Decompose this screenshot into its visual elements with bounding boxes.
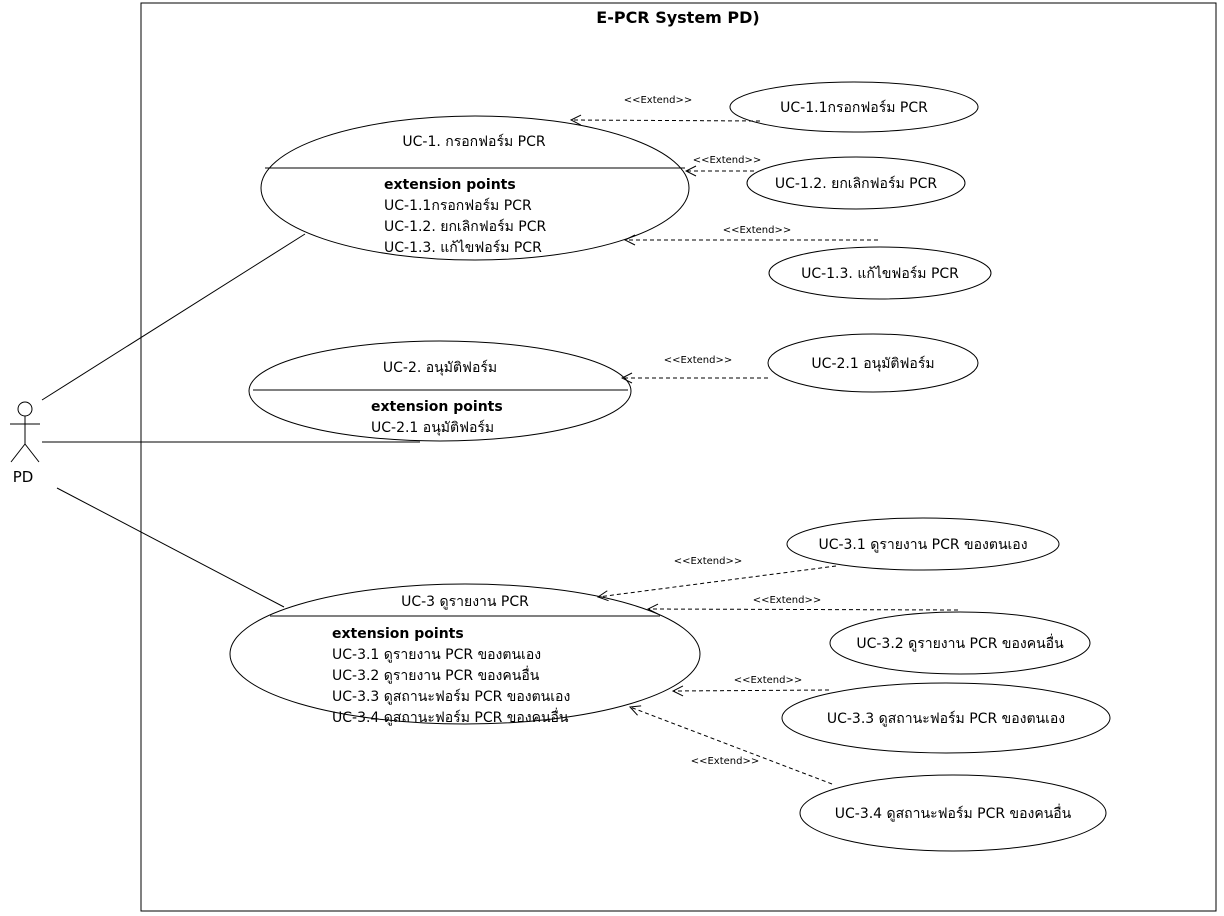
uc3-3-label: UC-3.3 ดูสถานะฟอร์ม PCR ของตนเอง <box>827 710 1065 727</box>
uc1-title: UC-1. กรอกฟอร์ม PCR <box>402 133 545 150</box>
uc3-2-ellipse <box>829 611 1091 675</box>
extension-uc3-3[interactable]: UC-3.3 ดูสถานะฟอร์ม PCR ของตนเอง <box>781 682 1111 754</box>
association-pd-uc1[interactable] <box>41 233 306 401</box>
uc1-3-label: UC-1.3. แก้ไขฟอร์ม PCR <box>801 265 959 282</box>
extend-label-uc3-2: <<Extend>> <box>753 595 822 606</box>
uc1-ep-label: extension points <box>384 177 516 193</box>
extend-arrow-uc3-1[interactable] <box>598 565 837 597</box>
uc1-ep-item: UC-1.1กรอกฟอร์ม PCR <box>384 197 532 214</box>
extension-uc3-4[interactable]: UC-3.4 ดูสถานะฟอร์ม PCR ของคนอื่น <box>799 774 1107 852</box>
uc3-3-ellipse <box>781 682 1111 754</box>
uc3-ep-label: extension points <box>332 626 464 642</box>
extend-label-uc1-3: <<Extend>> <box>723 225 792 236</box>
uc1-ep-item: UC-1.2. ยกเลิกฟอร์ม PCR <box>384 218 546 235</box>
extend-label-uc1-2: <<Extend>> <box>693 155 762 166</box>
uc2-ellipse <box>248 340 632 442</box>
uc2-ep-item: UC-2.1 อนุมัติฟอร์ม <box>371 419 494 436</box>
uc3-ep-item: UC-3.3 ดูสถานะฟอร์ม PCR ของตนเอง <box>332 688 570 705</box>
uc1-1-ellipse <box>729 81 979 133</box>
uc3-ep-item: UC-3.2 ดูรายงาน PCR ของคนอื่น <box>332 666 540 684</box>
extension-uc2-1[interactable]: UC-2.1 อนุมัติฟอร์ม <box>767 333 979 393</box>
use-case-uc1[interactable]: UC-1. กรอกฟอร์ม PCR extension points UC-… <box>260 115 690 261</box>
uc1-2-ellipse <box>746 156 966 210</box>
system-boundary[interactable] <box>140 2 1217 912</box>
extension-uc1-2[interactable]: UC-1.2. ยกเลิกฟอร์ม PCR <box>746 156 966 210</box>
extend-arrow-uc1-1[interactable] <box>571 120 761 121</box>
uc2-title: UC-2. อนุมัติฟอร์ม <box>383 359 497 376</box>
use-case-uc2[interactable]: UC-2. อนุมัติฟอร์ม extension points UC-2… <box>248 340 632 442</box>
actor-label: PD <box>13 468 34 486</box>
uc3-title: UC-3 ดูรายงาน PCR <box>401 594 529 610</box>
association-pd-uc3[interactable] <box>56 487 285 608</box>
extension-uc3-1[interactable]: UC-3.1 ดูรายงาน PCR ของตนเอง <box>786 517 1060 571</box>
uc3-4-ellipse <box>799 774 1107 852</box>
uc1-1-label: UC-1.1กรอกฟอร์ม PCR <box>780 99 928 116</box>
actor-head <box>17 401 33 417</box>
extend-arrow-uc3-2[interactable] <box>648 609 959 610</box>
uc2-1-label: UC-2.1 อนุมัติฟอร์ม <box>811 355 934 372</box>
uc3-ep-item: UC-3.1 ดูรายงาน PCR ของตนเอง <box>332 647 541 663</box>
uc1-ep-item: UC-1.3. แก้ไขฟอร์ม PCR <box>384 239 542 256</box>
extension-uc3-2[interactable]: UC-3.2 ดูรายงาน PCR ของคนอื่น <box>829 611 1091 675</box>
extension-uc1-3[interactable]: UC-1.3. แก้ไขฟอร์ม PCR <box>768 246 992 300</box>
uc3-ep-item: UC-3.4 ดูสถานะฟอร์ม PCR ของคนอื่น <box>332 708 569 726</box>
uc3-1-label: UC-3.1 ดูรายงาน PCR ของตนเอง <box>818 537 1027 553</box>
actor-right-leg <box>24 443 40 463</box>
uc3-ellipse <box>229 583 701 725</box>
extend-label-uc3-4: <<Extend>> <box>691 756 760 767</box>
extend-label-uc2-1: <<Extend>> <box>664 355 733 366</box>
extend-label-uc3-3: <<Extend>> <box>734 675 803 686</box>
uc3-2-label: UC-3.2 ดูรายงาน PCR ของคนอื่น <box>856 634 1064 652</box>
uc3-1-ellipse <box>786 517 1060 571</box>
uc2-1-ellipse <box>767 333 979 393</box>
uc1-3-ellipse <box>768 246 992 300</box>
actor-pd[interactable] <box>10 401 40 463</box>
use-case-uc3[interactable]: UC-3 ดูรายงาน PCR extension points UC-3.… <box>229 583 701 726</box>
uc1-2-label: UC-1.2. ยกเลิกฟอร์ม PCR <box>775 175 937 192</box>
uc2-ep-label: extension points <box>371 399 503 415</box>
actor-left-leg <box>10 443 26 463</box>
uc3-4-label: UC-3.4 ดูสถานะฟอร์ม PCR ของคนอื่น <box>835 804 1072 822</box>
system-title: E-PCR System PD) <box>596 8 759 27</box>
extend-label-uc3-1: <<Extend>> <box>674 556 743 567</box>
uc1-ellipse <box>260 115 690 261</box>
extend-label-uc1-1: <<Extend>> <box>624 95 693 106</box>
extend-arrow-uc3-4[interactable] <box>630 707 833 785</box>
extend-arrow-uc3-3[interactable] <box>673 690 830 691</box>
extension-uc1-1[interactable]: UC-1.1กรอกฟอร์ม PCR <box>729 81 979 133</box>
